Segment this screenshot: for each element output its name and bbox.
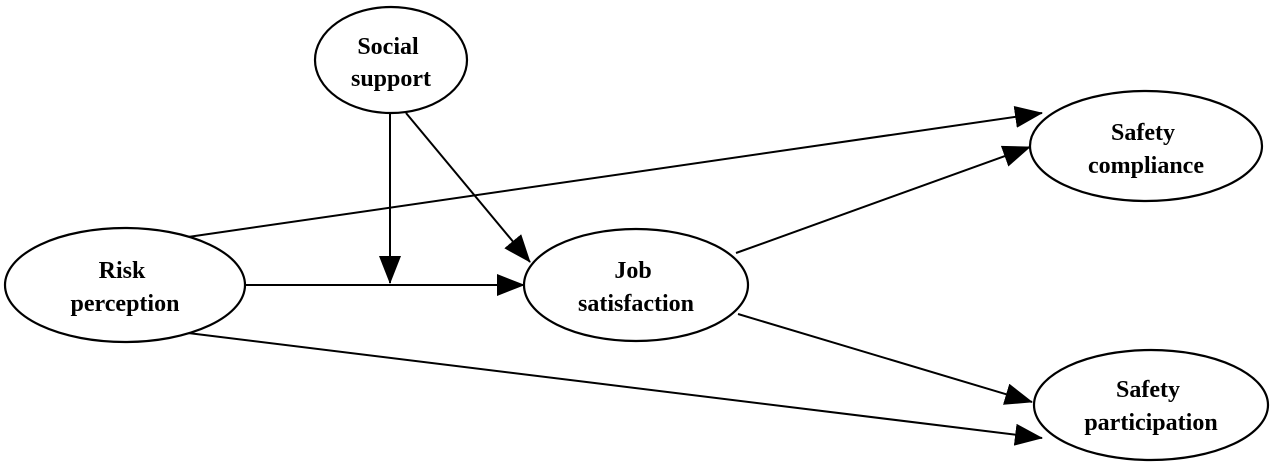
node-risk-perception-line-1: Risk [99, 258, 146, 284]
node-safety-compliance-line-2: compliance [1088, 153, 1204, 179]
node-social-support: Social support [313, 5, 469, 115]
node-safety-participation-ellipse [1032, 348, 1270, 462]
edge-job-satisfaction-to-safety-participation [737, 313, 1033, 405]
node-social-support-ellipse [313, 5, 469, 115]
node-safety-participation-line-1: Safety [1116, 377, 1180, 403]
node-risk-perception-ellipse [3, 226, 247, 344]
node-safety-compliance-line-1: Safety [1111, 120, 1175, 146]
node-job-satisfaction-label: Job satisfaction [578, 258, 694, 317]
node-safety-participation-line-2: participation [1084, 410, 1217, 436]
node-safety-participation-label: Safety participation [1084, 377, 1217, 436]
node-risk-perception: Risk perception [3, 226, 247, 344]
node-social-support-label: Social support [351, 34, 431, 92]
edges [187, 105, 1043, 446]
node-risk-perception-line-2: perception [71, 291, 180, 317]
node-safety-participation: Safety participation [1032, 348, 1270, 462]
node-safety-compliance-ellipse [1028, 89, 1264, 203]
node-social-support-line-1: Social [357, 34, 419, 60]
node-job-satisfaction-line-2: satisfaction [578, 291, 694, 317]
node-safety-compliance: Safety compliance [1028, 89, 1264, 203]
node-risk-perception-label: Risk perception [71, 258, 180, 317]
edge-job-satisfaction-to-safety-compliance [735, 145, 1031, 254]
node-safety-compliance-label: Safety compliance [1088, 120, 1204, 179]
edge-risk-perception-to-safety-participation [187, 332, 1043, 446]
node-job-satisfaction-line-1: Job [614, 258, 651, 284]
edge-social-support-to-job-satisfaction [405, 112, 531, 263]
node-social-support-line-2: support [351, 66, 431, 92]
node-job-satisfaction: Job satisfaction [522, 227, 750, 343]
node-job-satisfaction-ellipse [522, 227, 750, 343]
edge-risk-perception-to-safety-compliance [187, 105, 1043, 238]
